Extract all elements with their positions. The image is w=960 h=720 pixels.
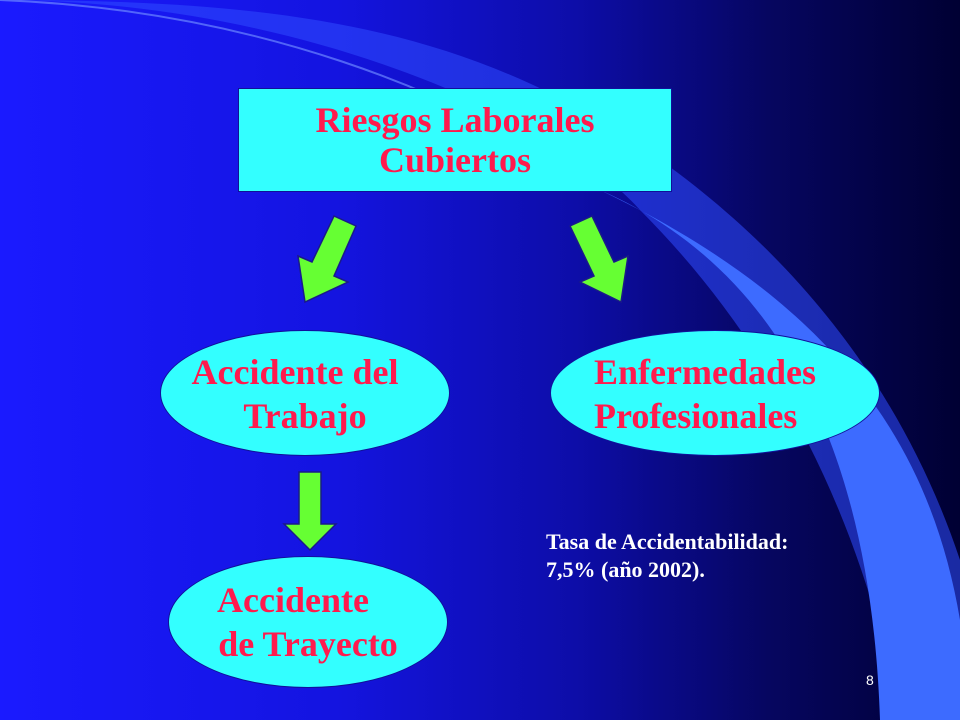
node-trayecto — [168, 556, 448, 688]
node-accidente-trabajo — [160, 330, 450, 456]
node-trayecto-label: Accidente de Trayecto — [168, 578, 448, 666]
node-enfermedades-label: Enfermedades Profesionales — [594, 350, 816, 438]
node-accidente-trabajo-label: Accidente del Trabajo — [160, 350, 450, 438]
title-box: Riesgos Laborales Cubiertos — [238, 88, 672, 192]
arrow-to-trayecto — [282, 471, 338, 552]
node-enfermedades — [550, 330, 880, 456]
arrow-to-accidente-trabajo — [297, 215, 357, 304]
node-accidente-trabajo-line-2: Trabajo — [243, 396, 367, 436]
accident-rate-note: Tasa de Accidentabilidad: 7,5% (año 2002… — [546, 528, 788, 584]
page-number: 8 — [866, 672, 874, 688]
arrow-to-enfermedades — [568, 215, 629, 304]
note-line-2: 7,5% (año 2002). — [546, 557, 705, 582]
node-enfermedades-line-1: Enfermedades — [594, 352, 816, 392]
title-line-2: Cubiertos — [379, 140, 531, 180]
node-trayecto-line-1: Accidente — [217, 580, 369, 620]
title-line-1: Riesgos Laborales — [315, 100, 595, 140]
node-accidente-trabajo-line-1: Accidente del — [191, 352, 399, 392]
node-trayecto-line-2: de Trayecto — [218, 624, 398, 664]
node-enfermedades-line-2: Profesionales — [594, 396, 798, 436]
note-line-1: Tasa de Accidentabilidad: — [546, 529, 789, 554]
